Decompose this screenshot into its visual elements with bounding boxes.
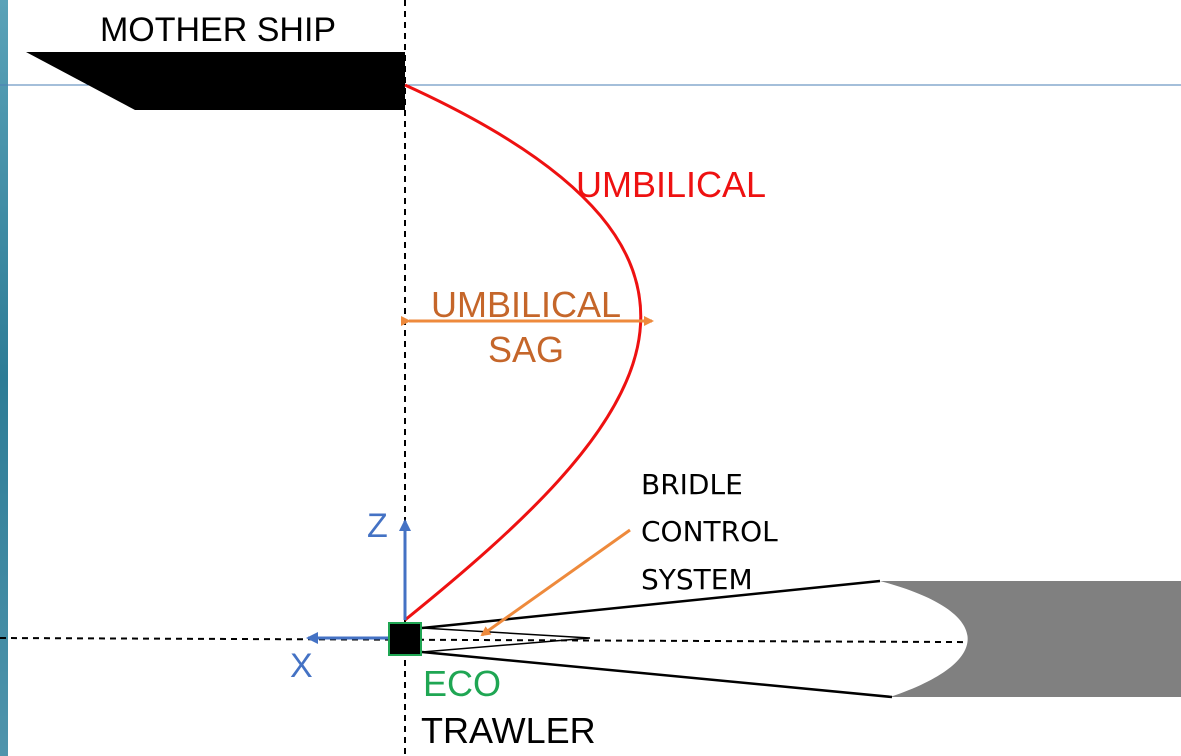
mother-ship-label: MOTHER SHIP: [100, 11, 336, 49]
bridle-pointer-arrow: [480, 528, 631, 637]
bridle-label-line2: CONTROL: [641, 515, 778, 548]
umbilical-label: UMBILICAL: [576, 164, 766, 205]
bridle-control-cross: [421, 627, 591, 653]
eco-trawler-body: [388, 622, 422, 656]
umbilical-cable: [404, 83, 643, 622]
sea-background-strip: [0, 0, 8, 756]
trawler-label: TRAWLER: [421, 710, 596, 751]
mother-ship-hull: [26, 52, 405, 110]
umbilical-sag-label-line1: UMBILICAL: [431, 284, 621, 325]
bridle-label-line1: BRIDLE: [641, 468, 743, 501]
bridle-line-lower: [421, 650, 893, 699]
bridle-label-line3: SYSTEM: [641, 563, 753, 596]
x-axis-label: X: [290, 647, 313, 685]
bridle-line-upper: [421, 579, 881, 630]
eco-label: ECO: [423, 663, 501, 704]
z-axis-label: Z: [367, 507, 388, 545]
umbilical-sag-label-line2: SAG: [488, 329, 564, 370]
trawl-net: [880, 581, 1181, 697]
